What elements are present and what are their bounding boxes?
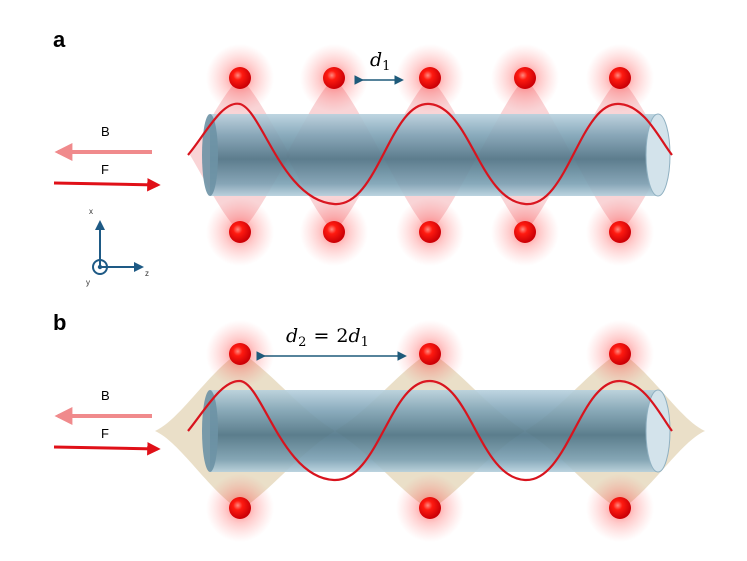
atom [206,44,274,112]
panel-a-label: a [53,27,66,52]
panel-b-label: b [53,310,66,335]
panel-b: b d2=2d1 [53,310,705,542]
spacing-lhs-var: d [286,325,298,347]
svg-text:d1: d1 [370,49,390,74]
forward-label: F [101,162,109,177]
panel-a-atoms [206,44,654,266]
atom [396,474,464,542]
panel-a-beam-arrows: B F [53,124,161,192]
svg-text:d2=2d1: d2=2d1 [286,325,369,350]
panel-b-spacing: d2=2d1 [256,325,407,361]
atom [300,198,368,266]
atom [206,198,274,266]
atom [586,320,654,388]
atom [396,198,464,266]
backward-label: B [101,124,110,139]
axis-z-label: z [145,269,149,278]
backward-label: B [101,388,110,403]
atom [300,44,368,112]
panel-a-fiber [202,113,671,197]
panel-a-spacing: d1 [354,49,404,85]
atom [206,474,274,542]
spacing-rhs-var: d [348,325,360,347]
spacing-coef: 2 [336,325,348,347]
forward-arrow [53,442,161,456]
atom [586,44,654,112]
forward-arrow [53,178,161,192]
atom [396,320,464,388]
spacing-rhs-sub: 1 [361,335,369,350]
atom [586,474,654,542]
atom [206,320,274,388]
spacing-eq: = [313,325,329,347]
axis-y-label: y [86,278,90,287]
axes-icon: x y z [86,207,149,287]
panel-a: a [53,27,673,287]
spacing-lhs-sub: 2 [298,335,306,350]
atom [491,198,559,266]
axis-x-label: x [89,207,93,216]
panel-b-fiber [202,389,671,473]
panel-b-beam-arrows: B F [53,388,161,456]
atom [396,44,464,112]
atom [586,198,654,266]
spacing-d1-sub: 1 [382,59,390,74]
atom [491,44,559,112]
spacing-d1-var: d [370,49,382,71]
panel-b-atoms [206,320,654,542]
forward-label: F [101,426,109,441]
